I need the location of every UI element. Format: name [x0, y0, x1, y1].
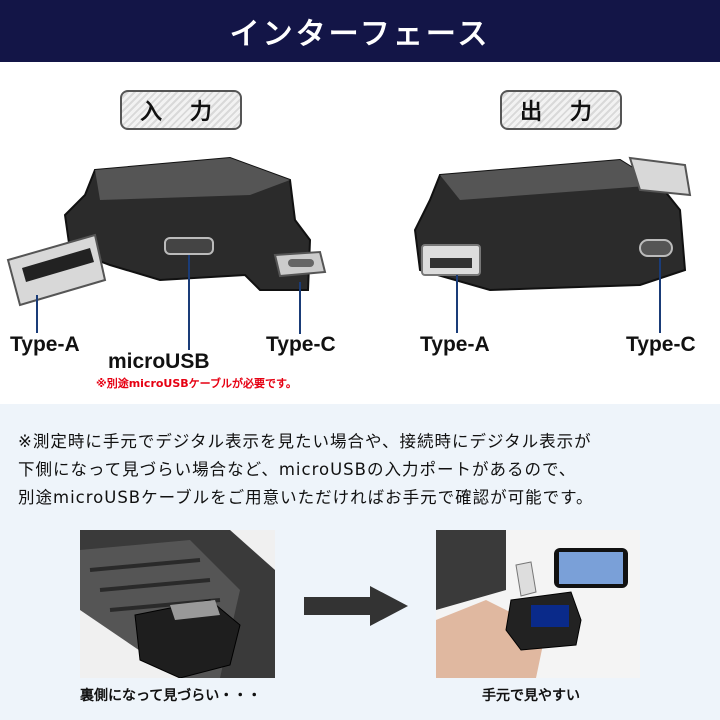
input-type-c-plug: [273, 250, 327, 278]
hard-to-see-caption: 裏側になって見づらい・・・: [80, 688, 262, 704]
micro-usb-cable-note: ※別途microUSBケーブルが必要です。: [96, 377, 297, 390]
input-device-illustration: [6, 156, 327, 307]
output-type-a-leader: [456, 275, 458, 333]
input-micro-usb-port: [164, 237, 214, 255]
page-title: インターフェース: [229, 17, 491, 52]
easy-to-see-caption: 手元で見やすい: [482, 688, 580, 704]
output-type-a-plug: [628, 156, 692, 197]
output-type-c-leader: [659, 258, 661, 333]
note-line-1: ※測定時に手元でデジタル表示を見たい場合や、接続時にデジタル表示が: [18, 432, 592, 451]
input-type-a-plug: [6, 233, 107, 307]
hard-to-see-photo: [80, 530, 275, 678]
output-device-illustration: [413, 156, 692, 292]
note-line-2: 下側になって見づらい場合など、microUSBの入力ポートがあるので、: [18, 460, 577, 479]
input-section-label: 入 力: [120, 90, 242, 130]
output-type-c-port: [639, 239, 673, 257]
input-type-a-label: Type-A: [10, 333, 80, 356]
input-micro-usb-label: microUSB: [108, 350, 210, 373]
page-header: インターフェース: [0, 0, 720, 62]
input-type-c-leader: [299, 282, 301, 334]
input-type-c-label: Type-C: [266, 333, 336, 356]
arrow-right-icon: [304, 586, 408, 626]
input-micro-usb-leader: [188, 255, 190, 350]
note-line-3: 別途microUSBケーブルをご用意いただければお手元で確認が可能です。: [18, 488, 594, 507]
output-type-a-label: Type-A: [420, 333, 490, 356]
output-section-label: 出 力: [500, 90, 622, 130]
output-type-c-label: Type-C: [626, 333, 696, 356]
input-type-a-leader: [36, 295, 38, 333]
easy-to-see-photo: [436, 530, 640, 678]
